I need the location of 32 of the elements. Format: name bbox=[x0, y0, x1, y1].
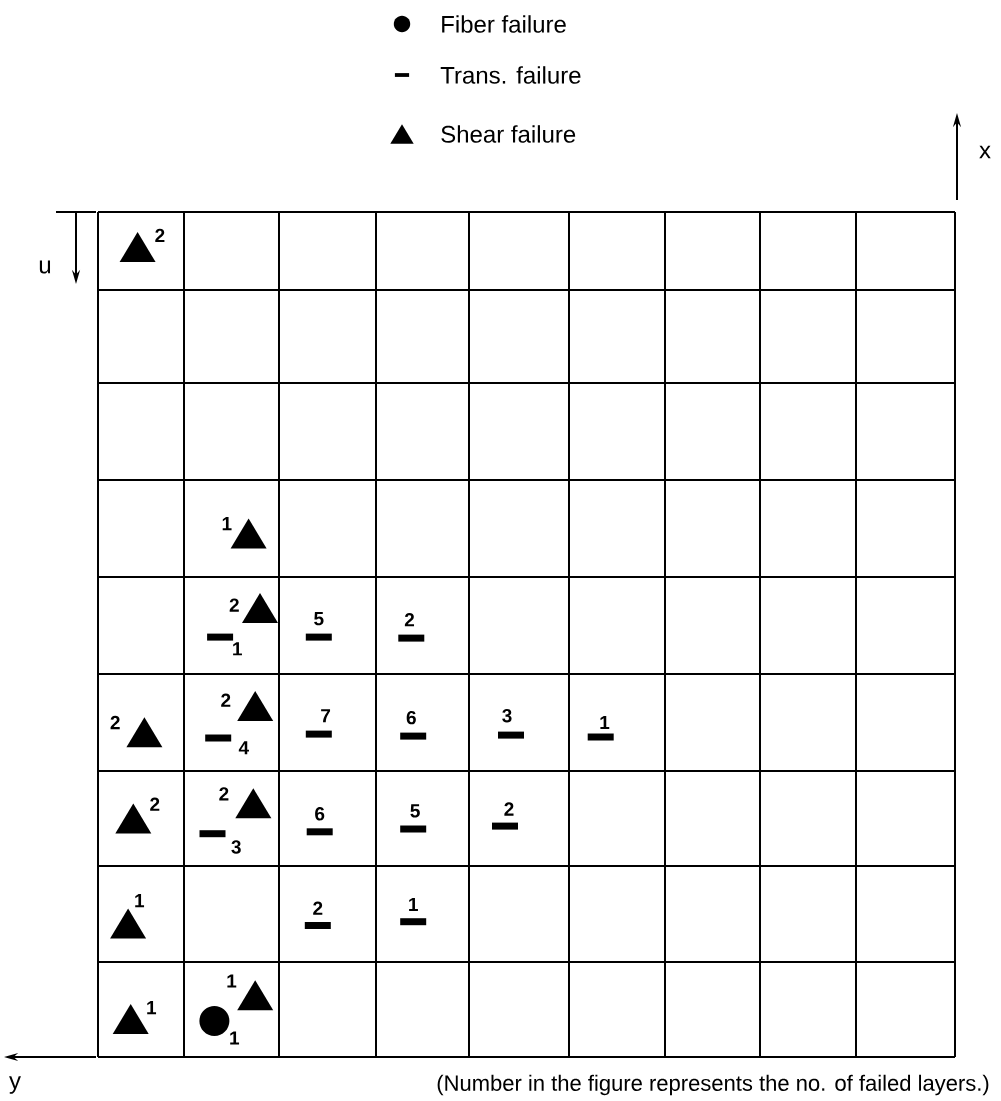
failure-count: 1 bbox=[230, 1031, 240, 1045]
failure-count: 1 bbox=[222, 517, 232, 531]
failure-count: 2 bbox=[404, 613, 414, 627]
failure-count: 2 bbox=[313, 901, 323, 915]
failure-count: 4 bbox=[238, 741, 249, 755]
failure-count: 3 bbox=[231, 840, 241, 854]
failure-count: 2 bbox=[221, 693, 231, 707]
failure-count: 1 bbox=[600, 716, 610, 730]
axis-label: u bbox=[39, 260, 51, 274]
axis-label: y bbox=[9, 1076, 21, 1094]
legend-text: Shear failure bbox=[441, 125, 576, 143]
failure-count: 3 bbox=[502, 708, 512, 723]
legend-text: Trans. failure bbox=[440, 66, 581, 84]
failure-count: 5 bbox=[410, 804, 420, 818]
failure-count: 6 bbox=[406, 710, 416, 725]
legend-text: Fiber failure bbox=[442, 15, 566, 33]
caption-note: (Number in the figure represents the no. of failed layers.) bbox=[437, 1074, 989, 1096]
axis-label: x bbox=[979, 145, 991, 159]
failure-count: 2 bbox=[155, 228, 165, 243]
failure-count: 1 bbox=[409, 897, 418, 911]
failure-count: 6 bbox=[315, 807, 325, 821]
failure-count: 2 bbox=[504, 802, 514, 816]
failure-count: 5 bbox=[314, 612, 324, 626]
failure-count: 2 bbox=[229, 598, 239, 612]
failure-count: 1 bbox=[147, 1001, 157, 1015]
failure-count: 1 bbox=[227, 974, 237, 988]
failure-count: 7 bbox=[321, 709, 331, 723]
failure-count: 2 bbox=[150, 797, 160, 811]
failure-count: 1 bbox=[135, 894, 145, 908]
failure-count: 2 bbox=[110, 715, 120, 730]
failure-count: 2 bbox=[219, 787, 229, 801]
failure-count: 1 bbox=[233, 642, 242, 656]
